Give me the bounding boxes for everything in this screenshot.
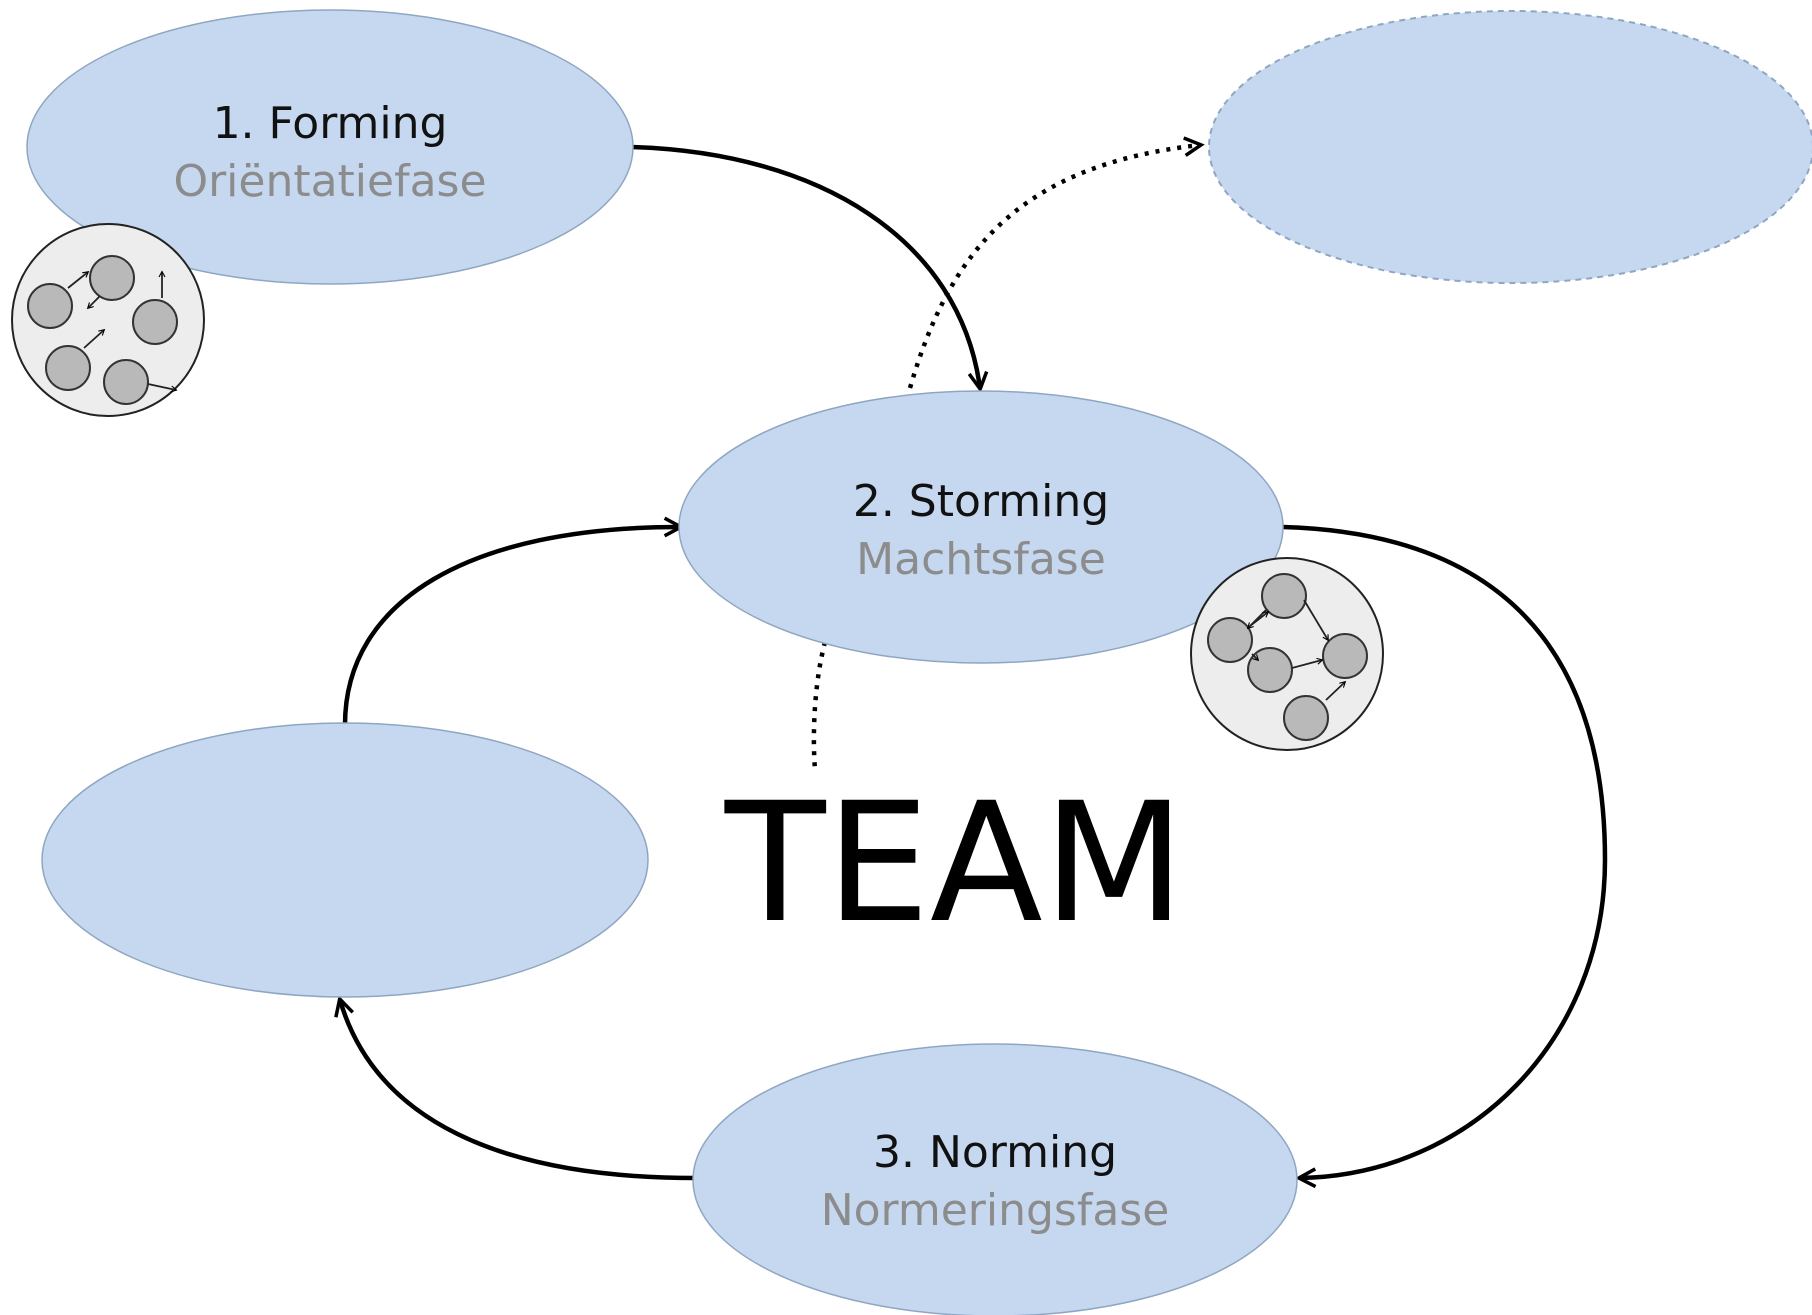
arrow-norming-to-unnamed-stage — [340, 1000, 696, 1181]
group-member-icon — [1261, 573, 1307, 619]
stage-norming-title: 3. Norming — [873, 1127, 1117, 1178]
arrow-unnamed-stage-to-storming — [342, 527, 680, 726]
group-member-icon — [1283, 695, 1329, 741]
forming-group-badge — [11, 223, 205, 417]
dotted-arrow-to-unnamed-stage — [907, 145, 1200, 389]
stage-storming-subtitle: Machtsfase — [856, 534, 1106, 585]
storming-group-badge — [1190, 557, 1384, 751]
group-member-icon — [45, 345, 91, 391]
stage-forming-ellipse — [26, 9, 634, 285]
dotted-link-storming-to-team — [811, 641, 828, 771]
group-member-icon — [89, 255, 135, 301]
group-member-icon — [1207, 617, 1253, 663]
group-member-icon — [103, 359, 149, 405]
group-member-icon — [132, 299, 178, 345]
arrow-storming-to-norming — [1282, 524, 1608, 1178]
group-member-icon — [27, 283, 73, 329]
group-member-icon — [1247, 647, 1293, 693]
arrow-forming-to-storming — [629, 144, 980, 388]
center-team-label: TEAM — [724, 767, 1185, 959]
stage-storming-title: 2. Storming — [853, 476, 1109, 527]
stage-unnamed-left-ellipse — [41, 722, 649, 998]
stage-norming-ellipse — [692, 1043, 1298, 1315]
group-member-icon — [1322, 633, 1368, 679]
stage-forming-subtitle: Oriëntatiefase — [173, 156, 486, 207]
stage-norming-subtitle: Normeringsfase — [821, 1185, 1170, 1236]
stage-storming-ellipse — [678, 390, 1284, 664]
stage-unnamed-dashed-ellipse — [1208, 10, 1812, 284]
stage-forming-title: 1. Forming — [213, 98, 448, 149]
